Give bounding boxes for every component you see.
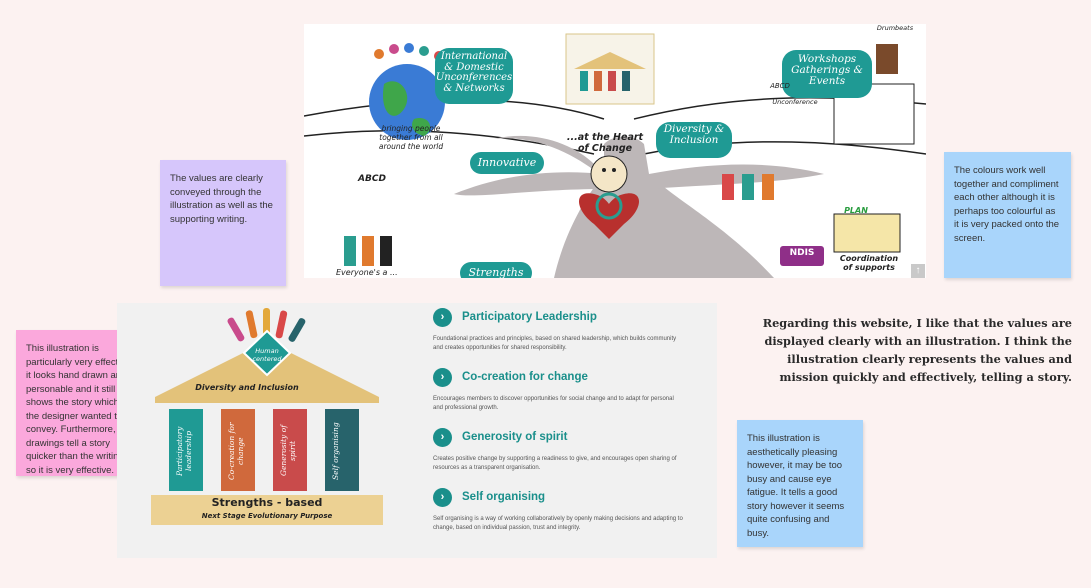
value-title-co-creation: Co-creation for change <box>462 371 588 383</box>
chevron-right-icon[interactable]: › <box>433 428 452 447</box>
review-quote[interactable]: Regarding this website, I like that the … <box>762 316 1072 384</box>
unconference-label: Unconference <box>772 98 818 106</box>
chevron-right-icon[interactable]: › <box>433 308 452 327</box>
international-label: International & Domestic Unconferences &… <box>435 48 513 104</box>
value-text-co-creation: Encourages members to discover opportuni… <box>433 396 674 411</box>
coordination-label: Coordination of supports <box>839 254 899 272</box>
ndis-label: NDIS <box>789 248 815 258</box>
value-title-self-organising: Self organising <box>462 491 546 503</box>
workshops-label: Workshops Gatherings & Events <box>782 50 872 98</box>
mural-drawing <box>304 33 926 278</box>
sticky-note-blue-right[interactable]: The colours work well together and compl… <box>944 152 1071 278</box>
bringing-people-label: bringing people together from all around… <box>378 124 444 151</box>
value-title-generosity: Generosity of spirit <box>462 431 568 443</box>
sticky-note-purple[interactable]: The values are clearly conveyed through … <box>160 160 286 286</box>
value-title-participatory: Participatory Leadership <box>462 311 597 323</box>
chevron-right-icon[interactable]: › <box>433 488 452 507</box>
diversity-inclusion-beam: Diversity and Inclusion <box>195 383 299 392</box>
sticky-note-blue-bottom[interactable]: This illustration is aesthetically pleas… <box>737 420 863 547</box>
pillar-generosity: Generosity of spirit <box>279 425 297 477</box>
human-centered-label: Human centered <box>252 347 282 363</box>
diversity-label: Diversity & Inclusion <box>656 122 732 158</box>
arrow-up-icon: ↑ <box>915 265 921 276</box>
pillar-participatory: Participatory leadership <box>175 426 193 476</box>
drumbeats-label: Drumbeats <box>876 24 914 32</box>
value-text-generosity: Creates positive change by supporting a … <box>433 456 677 471</box>
strengths-label: Strengths <box>460 262 532 278</box>
value-text-self-organising: Self organising is a way of working coll… <box>433 516 683 531</box>
innovative-label: Innovative <box>470 152 544 174</box>
scroll-top-button[interactable]: ↑ <box>911 264 925 278</box>
heart-of-change-label: ...at the Heart of Change <box>566 132 644 154</box>
house-illustration <box>151 308 383 525</box>
values-panel: Human centered Diversity and Inclusion P… <box>117 303 717 558</box>
pillar-self-organising: Self organising <box>331 422 340 480</box>
abcd-left-label: ABCD <box>358 174 386 184</box>
value-text-participatory: Foundational practices and principles, b… <box>433 336 677 351</box>
chevron-right-icon[interactable]: › <box>433 368 452 387</box>
abcd-top-label: ABCD <box>770 82 790 90</box>
illustration-banner: International & Domestic Unconferences &… <box>304 24 926 278</box>
everyone-label: Everyone's a ... <box>336 268 398 277</box>
evolutionary-purpose-label: Next Stage Evolutionary Purpose <box>201 512 333 520</box>
pillar-co-creation: Co-creation for change <box>227 422 245 480</box>
strengths-based-label: Strengths - based <box>211 496 323 509</box>
plan-label: PLAN <box>844 206 868 215</box>
